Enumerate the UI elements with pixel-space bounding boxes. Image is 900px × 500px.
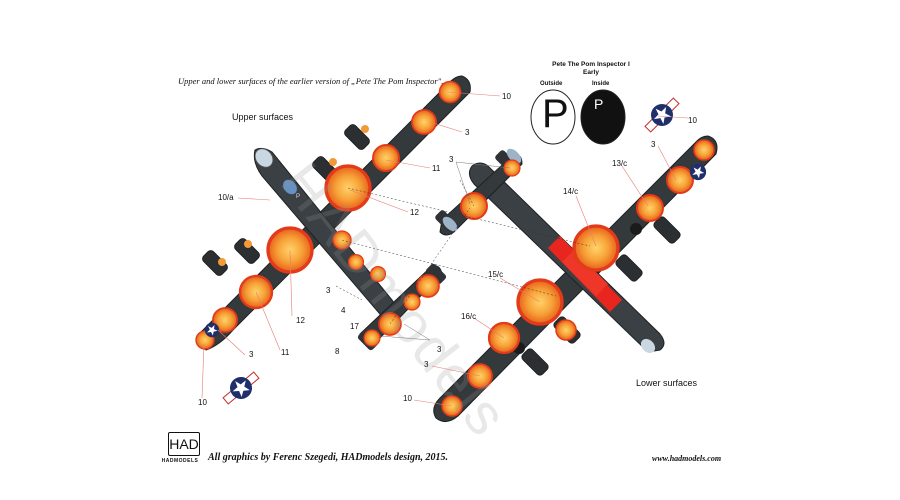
pete-inside-letter: P (594, 96, 604, 112)
callout-12-bottom: 12 (296, 316, 305, 325)
callout-16c: 16/c (461, 312, 477, 321)
hadmodels-logo-name: HADMODELS (161, 458, 199, 464)
figure-caption: Upper and lower surfaces of the earlier … (178, 76, 444, 86)
callout-10-lower-left: 10 (403, 394, 412, 403)
callout-13c: 13/c (612, 159, 628, 168)
red-band-2 (562, 250, 608, 296)
callout-10-right-top: 10 (688, 116, 697, 125)
callout-3-lower-tail: 3 (437, 345, 442, 354)
callout-3-top: 3 (465, 128, 470, 137)
pete-inside-label: Inside (592, 81, 610, 87)
callout-3-lower-left: 3 (424, 360, 429, 369)
pete-insignia-outside (530, 89, 576, 145)
callout-8: 8 (335, 347, 340, 356)
callout-14c: 14/c (563, 187, 579, 196)
upper-surface-aircraft: P (195, 75, 471, 351)
hadmodels-logo: HAD (168, 432, 200, 456)
callout-10a: 10/a (218, 193, 234, 202)
callout-3-right-top: 3 (651, 140, 656, 149)
lower-surfaces-label: Lower surfaces (636, 378, 698, 388)
pete-title-line1: Pete The Pom Inspector I (552, 61, 630, 68)
pete-detail-title: Pete The Pom Inspector I Early (536, 61, 646, 77)
callout-12-right: 12 (410, 208, 419, 217)
upper-surfaces-label: Upper surfaces (232, 112, 294, 122)
callout-3-lower-right: 3 (449, 155, 454, 164)
pete-outside-letter: P (542, 92, 569, 136)
callout-10-top: 10 (502, 92, 511, 101)
pete-title-line2: Early (583, 69, 599, 76)
callout-3-bottom: 3 (249, 350, 254, 359)
callout-11-top: 11 (432, 164, 441, 173)
lower-surface-aircraft (433, 135, 718, 422)
callout-11-bottom: 11 (281, 348, 290, 357)
callout-4: 4 (341, 306, 346, 315)
pete-outside-label: Outside (540, 81, 563, 87)
callout-3-mid: 3 (326, 286, 331, 295)
credit-line: All graphics by Ferenc Szegedi, HADmodel… (208, 452, 448, 463)
callout-15c: 15/c (488, 270, 504, 279)
callout-17: 17 (350, 322, 359, 331)
callout-10-bottom: 10 (198, 398, 207, 407)
website-url[interactable]: www.hadmodels.com (652, 454, 722, 463)
svg-text:P: P (296, 194, 300, 200)
pete-insignia-inside (580, 89, 626, 145)
